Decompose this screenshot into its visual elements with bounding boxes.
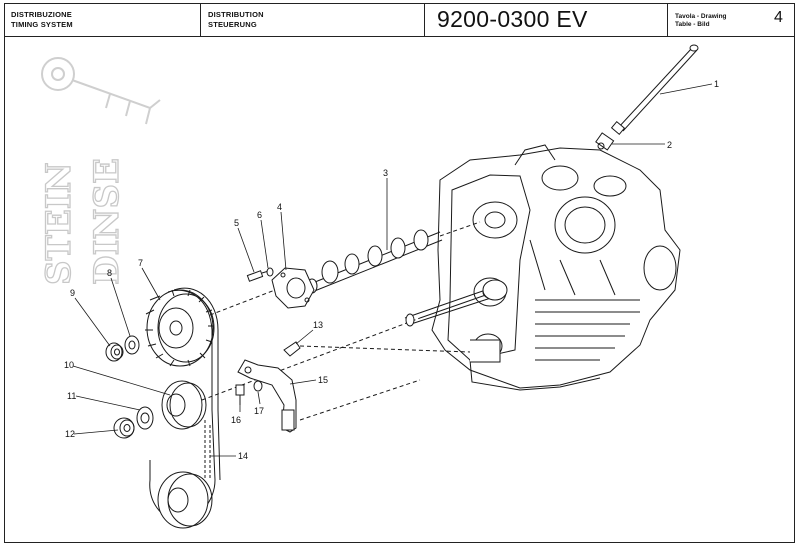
part-1-rod xyxy=(610,44,699,135)
callout-13: 13 xyxy=(313,320,323,330)
callout-5: 5 xyxy=(234,218,239,228)
watermark-word-2: DINSE xyxy=(87,158,127,285)
part-15-tensioner xyxy=(237,359,421,433)
part-code: 9200-0300 EV xyxy=(437,6,588,32)
part-16-screw xyxy=(235,384,245,405)
part-9-nut xyxy=(105,342,124,362)
title-cell-it-en: DISTRIBUZIONE TIMING SYSTEM xyxy=(4,3,201,36)
part-7-cam-sprocket xyxy=(145,289,276,367)
callout-15: 15 xyxy=(318,375,328,385)
table-label-1: Tavola - Drawing xyxy=(675,13,727,20)
callout-11: 11 xyxy=(67,391,76,401)
part-11-washer xyxy=(136,406,154,430)
table-cell: Tavola - Drawing Table - Bild 4 xyxy=(668,3,795,36)
callout-3: 3 xyxy=(383,168,388,178)
callout-12: 12 xyxy=(65,429,75,439)
title-cell-fr-de: DISTRIBUTION STEUERUNG xyxy=(201,3,425,36)
part-13-key xyxy=(283,339,501,363)
leader-lines xyxy=(72,83,713,457)
callout-14: 14 xyxy=(238,451,248,461)
part-17-spacer xyxy=(253,380,263,392)
callout-10: 10 xyxy=(64,360,74,370)
part-8-washer xyxy=(124,335,140,355)
drawing-frame xyxy=(4,3,795,543)
title-german: STEUERUNG xyxy=(208,20,257,29)
callout-6: 6 xyxy=(257,210,262,220)
callout-9: 9 xyxy=(70,288,75,298)
callout-7: 7 xyxy=(138,258,143,268)
engine-block xyxy=(431,144,681,391)
part-14-timing-chain xyxy=(149,287,221,521)
part-12-nut xyxy=(113,417,135,439)
callout-4: 4 xyxy=(277,202,282,212)
callout-17: 17 xyxy=(254,406,264,416)
watermark-word-1: STEIN xyxy=(39,162,79,285)
title-french: DISTRIBUTION xyxy=(208,10,264,19)
part-6-washer xyxy=(266,267,274,277)
callout-16: 16 xyxy=(231,415,241,425)
lower-sprocket xyxy=(157,471,213,529)
callout-2: 2 xyxy=(667,140,672,150)
part-4-flange xyxy=(271,267,315,309)
callout-labels: 1 2 3 4 5 6 7 8 9 10 11 12 13 14 15 16 1… xyxy=(64,79,719,461)
title-italian: DISTRIBUZIONE xyxy=(11,10,72,19)
title-block: DISTRIBUZIONE TIMING SYSTEM DISTRIBUTION… xyxy=(4,3,795,37)
key-logo-icon xyxy=(41,57,161,125)
part-2-sleeve xyxy=(595,132,615,151)
code-cell: 9200-0300 EV xyxy=(425,3,668,36)
title-english: TIMING SYSTEM xyxy=(11,20,73,29)
callout-1: 1 xyxy=(714,79,719,89)
table-label-2: Table - Bild xyxy=(675,21,710,28)
table-number: 4 xyxy=(774,9,783,26)
watermark: STEIN DINSE xyxy=(38,57,161,286)
callout-8: 8 xyxy=(107,268,112,278)
